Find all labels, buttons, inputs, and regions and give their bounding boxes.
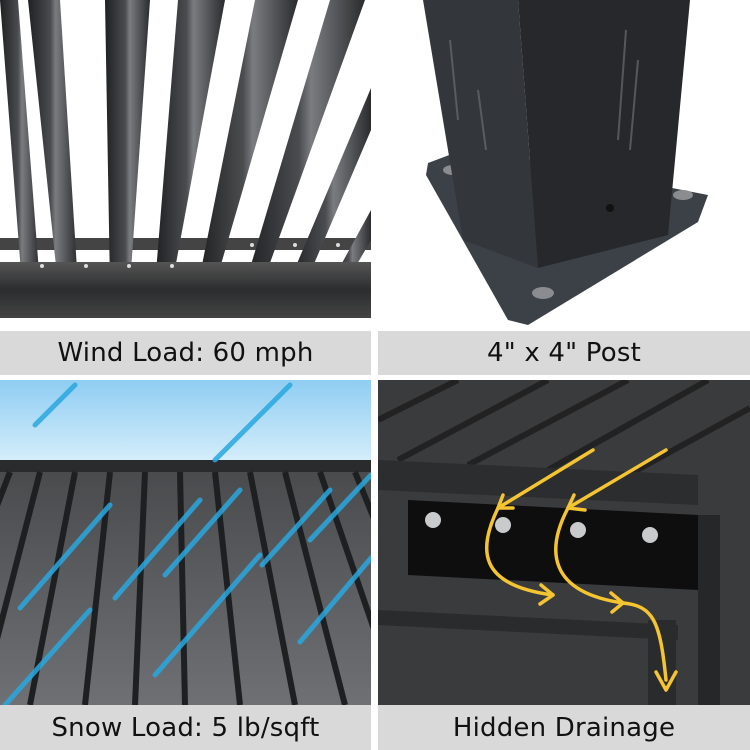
gutter-drainage-illustration [378,380,750,705]
hidden-drainage-caption: Hidden Drainage [378,705,750,750]
hidden-drainage-image [378,380,750,705]
louvered-roof-rain-illustration [0,380,371,705]
wind-load-image [0,0,371,318]
post-image [378,0,750,330]
post-caption: 4" x 4" Post [378,331,750,375]
post-base-plate-illustration [423,0,708,325]
louver-blades-illustration [0,0,371,318]
wind-load-caption: Wind Load: 60 mph [0,331,371,375]
snow-load-caption: Snow Load: 5 lb/sqft [0,705,371,750]
snow-load-image [0,380,371,705]
